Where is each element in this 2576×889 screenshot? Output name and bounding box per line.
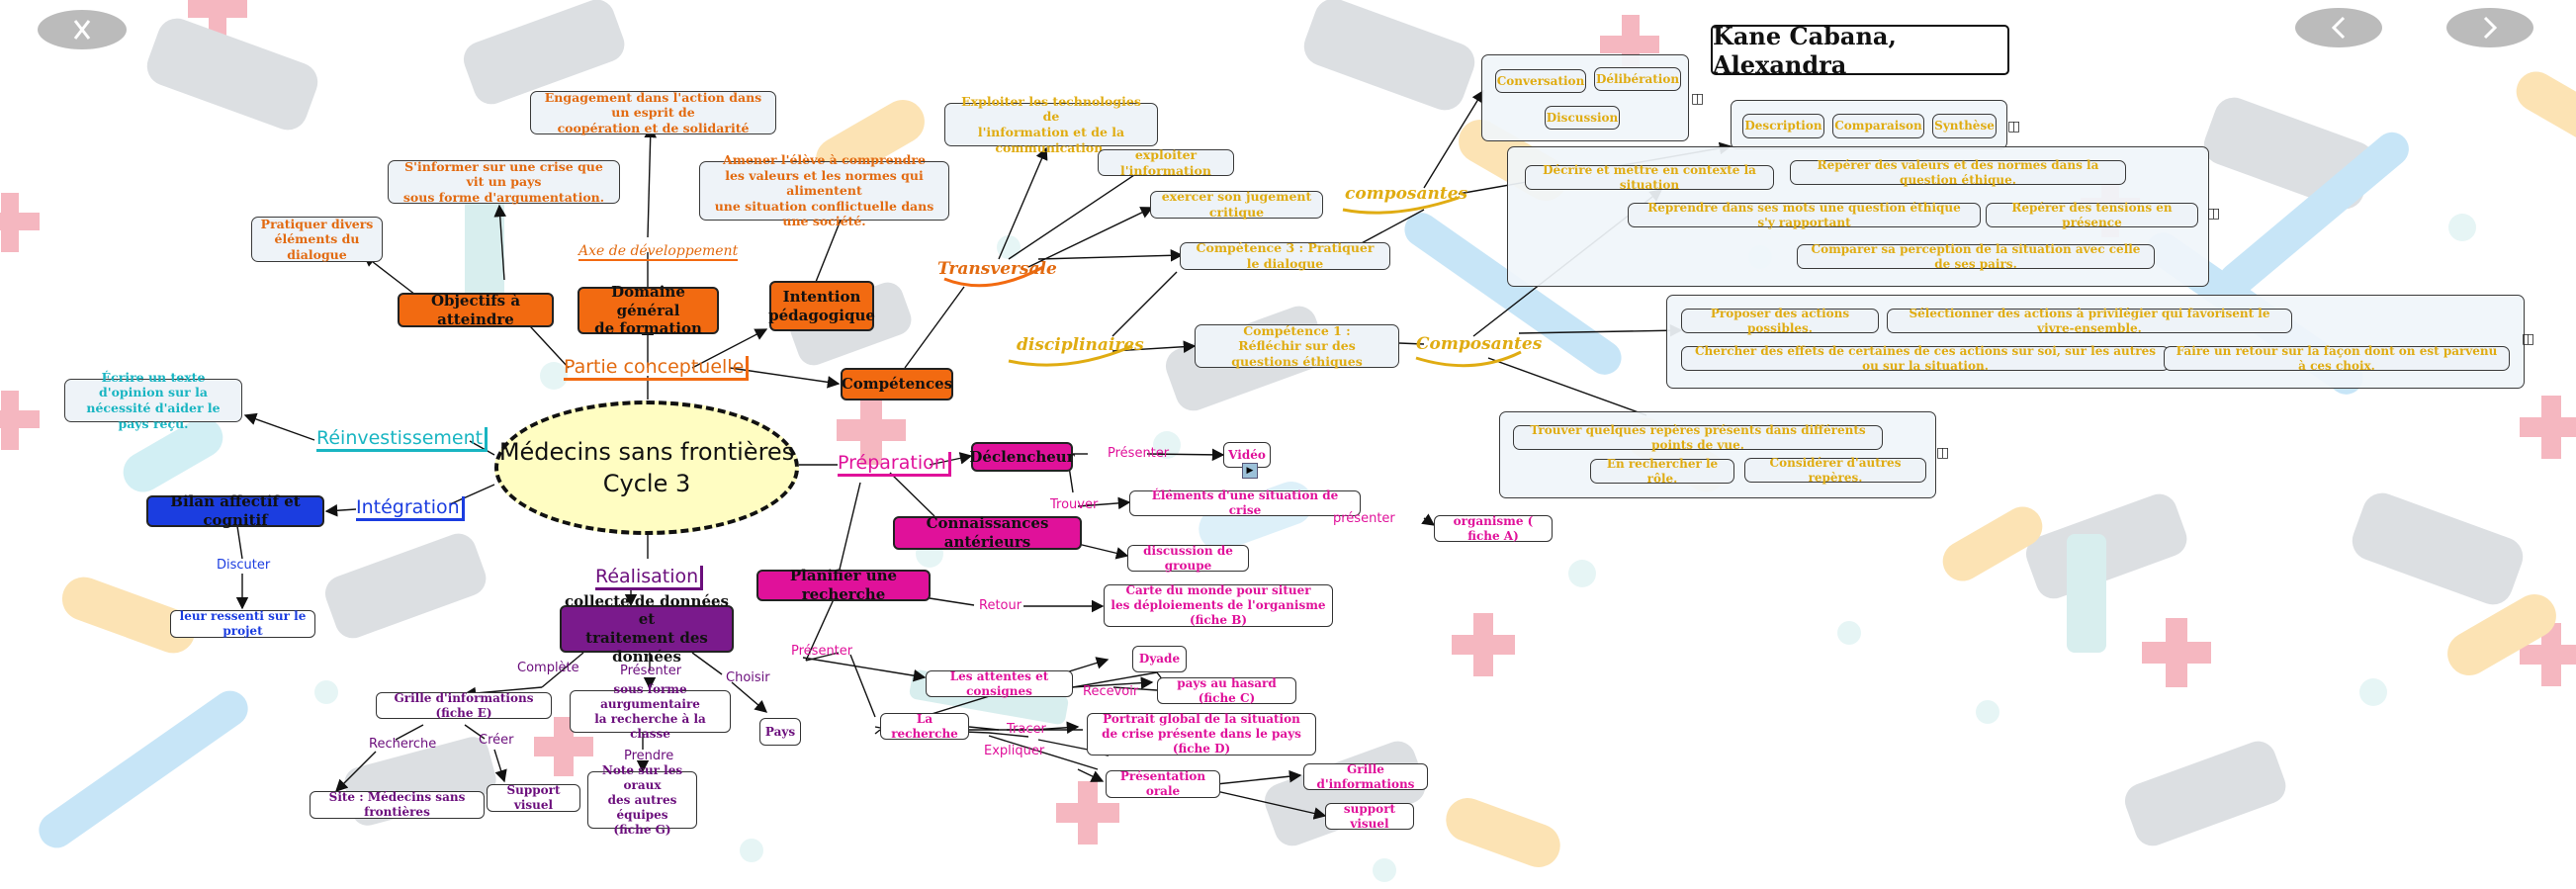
dyade-node[interactable]: Dyade (1132, 646, 1187, 672)
discuter-label: Discuter (217, 558, 270, 573)
bilan-node[interactable]: Bilan affectif et cognitif (146, 495, 324, 527)
retour-label: Retour (979, 598, 1022, 613)
choisir-label: Choisir (726, 670, 770, 685)
presenter1-label: Présenter (1108, 446, 1169, 461)
engagement-node[interactable]: Engagement dans l'action dans un esprit … (530, 91, 776, 134)
trouver-label: Trouver (1050, 497, 1098, 512)
description-node[interactable]: Description (1742, 114, 1824, 138)
comp1-node[interactable]: Compétence 1 : Réfléchir sur des questio… (1195, 324, 1399, 368)
informer-node[interactable]: S'informer sur une crise que vit un pays… (388, 160, 620, 204)
collapse-icon[interactable]: ◫ (1936, 445, 1949, 461)
exploiter-tech-node[interactable]: Exploiter les technologies de l'informat… (944, 103, 1158, 146)
creer-label: Créer (479, 733, 513, 748)
disciplinaires-label: disciplinaires (1017, 335, 1144, 355)
branch-integration[interactable]: Intégration (356, 496, 465, 521)
chevron-right-icon[interactable] (2446, 8, 2533, 47)
author-title: Kane Cabana, Alexandra (1711, 25, 2009, 75)
selectionner-node[interactable]: Sélectionner des actions à privilégier q… (1887, 309, 2292, 333)
video-icon[interactable]: ▶ (1242, 463, 1258, 479)
ressenti-node[interactable]: leur ressenti sur le projet (170, 610, 315, 638)
composantes-label-2: Composantes (1416, 334, 1542, 354)
sous-forme-node[interactable]: sous forme aurgumentaire la recherche à … (570, 690, 731, 733)
branch-reinvestissement[interactable]: Réinvestissement (316, 427, 488, 452)
objectifs-node[interactable]: Objectifs à atteindre (398, 293, 554, 327)
la-recherche-node[interactable]: La recherche (880, 713, 969, 740)
axe-label: Axe de développement (578, 243, 738, 261)
reprendre-node[interactable]: Reprendre dans ses mots une question éth… (1628, 203, 1981, 227)
attentes-node[interactable]: Les attentes et consignes (926, 670, 1073, 697)
chercher-node[interactable]: Chercher des effets de certaines de ces … (1681, 346, 2170, 371)
carte-node[interactable]: Carte du monde pour situer les déploieme… (1104, 584, 1333, 627)
pratiquer-node[interactable]: Pratiquer divers éléments du dialogue (251, 217, 383, 262)
intention-node[interactable]: Intention pédagogique (769, 281, 874, 331)
grille-info-node[interactable]: Grille d'informations (1303, 763, 1428, 790)
organisme-node[interactable]: organisme ( fiche A) (1434, 515, 1553, 542)
decrire-node[interactable]: Décrire et mettre en contexte la situati… (1525, 165, 1774, 190)
presentation-orale-node[interactable]: Présentation orale (1106, 770, 1220, 798)
exploiter-info-node[interactable]: exploiter l'information (1098, 149, 1234, 176)
central-topic[interactable]: Médecins sans frontières Cycle 3 (494, 400, 799, 535)
elements-node[interactable]: Éléments d'une situation de crise (1129, 490, 1361, 516)
branch-partie-conceptuelle[interactable]: Partie conceptuelle (564, 356, 749, 381)
amener-node[interactable]: Amener l'élève à comprendre les valeurs … (699, 161, 949, 221)
exercer-node[interactable]: exercer son jugement critique (1150, 191, 1323, 219)
role-node[interactable]: En rechercher le rôle. (1590, 459, 1734, 484)
grille-e-node[interactable]: Grille d'informations (fiche E) (376, 692, 552, 719)
presenter3-label: Présenter (791, 644, 852, 659)
expliquer-label: Expliquer (984, 744, 1044, 758)
collapse-icon[interactable]: ◫ (1691, 91, 1704, 107)
proposer-node[interactable]: Proposer des actions possibles. (1681, 309, 1879, 333)
declencheur-node[interactable]: Déclencheur (971, 442, 1073, 472)
branch-realisation[interactable]: Réalisation (595, 566, 703, 590)
prendre-label: Prendre (624, 749, 673, 763)
synthese-node[interactable]: Synthèse (1932, 114, 1997, 138)
ecrire-node[interactable]: Écrire un texte d'opinion sur la nécessi… (64, 379, 242, 422)
presenter-label: Présenter (620, 664, 681, 678)
pill-blister-icon (141, 0, 2529, 850)
discussion-node[interactable]: Discussion (1545, 106, 1620, 130)
collapse-icon[interactable]: ◫ (2522, 331, 2534, 347)
complete-label: Complète (517, 661, 579, 675)
support-visuel-pink-node[interactable]: support visuel (1325, 803, 1414, 830)
collecte-node[interactable]: collecte de données et traitement des do… (560, 605, 734, 653)
presenter2-label: présenter (1333, 511, 1395, 526)
portrait-node[interactable]: Portrait global de la situation de crise… (1087, 713, 1316, 756)
reperer-valeurs-node[interactable]: Repérer des valeurs et des normes dans l… (1790, 160, 2126, 185)
collapse-icon[interactable]: ◫ (2007, 119, 2020, 134)
branch-preparation[interactable]: Préparation (838, 452, 951, 477)
comparaison-node[interactable]: Comparaison (1832, 114, 1924, 138)
conversation-node[interactable]: Conversation (1495, 69, 1586, 93)
pays-node[interactable]: Pays (759, 718, 801, 746)
domaine-node[interactable]: Domaine général de formation (577, 287, 719, 334)
deliberation-node[interactable]: Délibération (1594, 67, 1681, 91)
competences-node[interactable]: Compétences (841, 368, 953, 400)
comp3-node[interactable]: Compétence 3 : Pratiquer le dialogue (1180, 242, 1390, 270)
recherche-label: Recherche (369, 737, 436, 752)
transversale-label: Transversale (937, 259, 1057, 279)
composantes-label-1: composantes (1345, 184, 1467, 204)
planifier-node[interactable]: Planifier une recherche (756, 570, 931, 601)
close-icon[interactable] (38, 10, 127, 49)
connaissances-node[interactable]: Connaissances antérieurs (893, 516, 1082, 550)
recevoir-label: Recevoir (1083, 684, 1138, 699)
reperer-tensions-node[interactable]: Repérer des tensions en présence (1986, 203, 2198, 227)
pays-hasard-node[interactable]: pays au hasard (fiche C) (1157, 677, 1296, 704)
collapse-icon[interactable]: ◫ (2207, 206, 2220, 222)
support-visuel-node[interactable]: Support visuel (487, 784, 580, 812)
faire-retour-node[interactable]: Faire un retour sur la façon dont on est… (2164, 346, 2510, 371)
comparer-node[interactable]: Comparer sa perception de la situation a… (1797, 244, 2155, 269)
site-node[interactable]: Site : Médecins sans frontières (310, 791, 485, 819)
discussion-groupe-node[interactable]: discussion de groupe (1127, 545, 1249, 572)
chevron-left-icon[interactable] (2295, 8, 2382, 47)
considerer-node[interactable]: Considérer d'autres repères. (1744, 458, 1926, 483)
trouver-reperes-node[interactable]: Trouver quelques repères présents dans d… (1513, 425, 1883, 450)
note-node[interactable]: Note sur les oraux des autres équipes (f… (587, 771, 697, 829)
tracer-label: Tracer (1007, 722, 1046, 737)
